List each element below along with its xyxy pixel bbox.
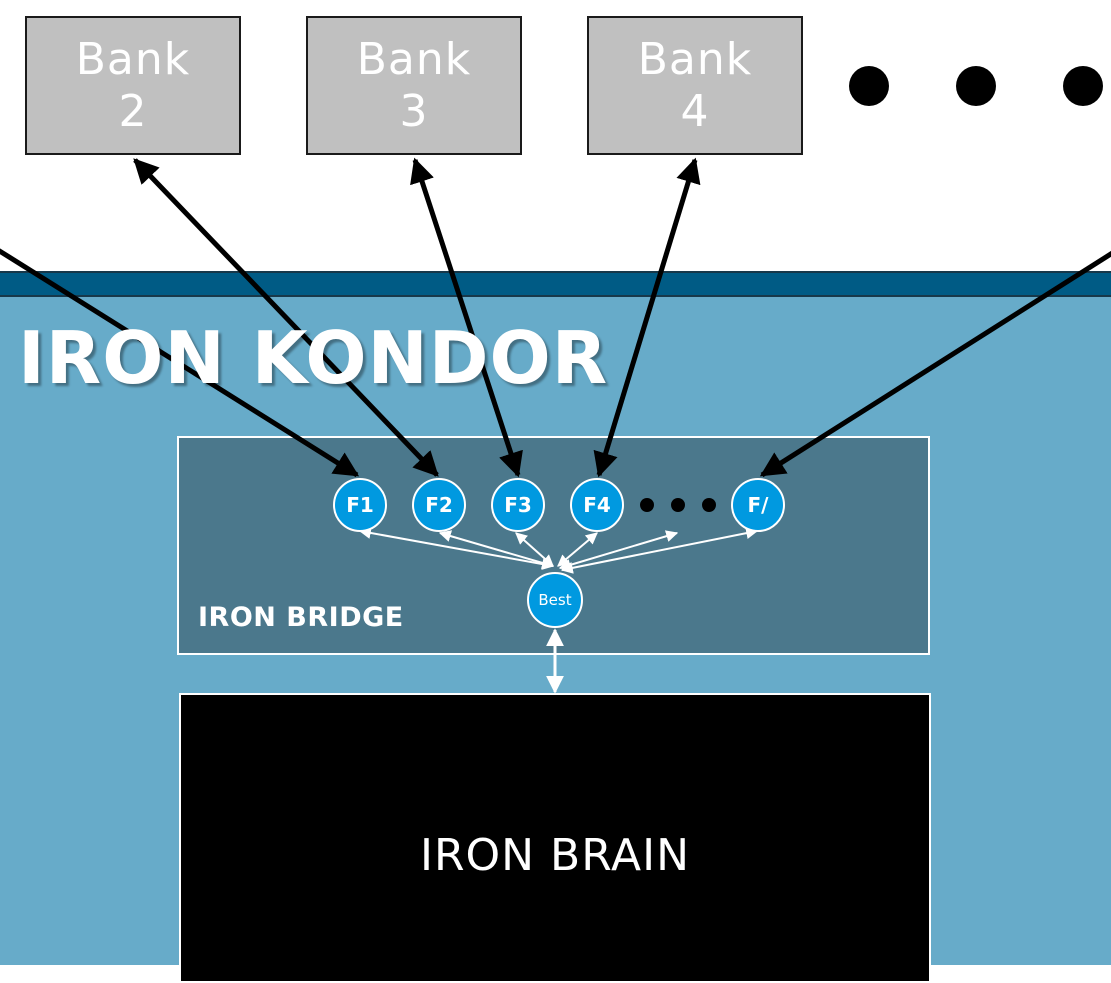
node-fn: F/ [731,478,785,532]
arrow-offscreen-right-to-fn [759,250,1111,478]
node-ellipsis-dot-1 [640,498,654,512]
iron-kondor-title: IRON KONDOR [18,316,609,400]
bank-4-number: 4 [680,85,710,137]
node-f2: F2 [412,478,466,532]
arrow-f3-bank3 [410,157,523,478]
bank-3-number: 3 [399,85,429,137]
node-ellipsis-dot-2 [671,498,685,512]
arrow-best-f4 [557,532,598,567]
iron-brain-box [179,693,931,983]
bank-4-label: Bank [637,33,753,85]
node-f4: F4 [570,478,624,532]
iron-bridge-label: IRON BRIDGE [198,602,404,633]
arrow-best-f3 [515,532,554,567]
arrow-f4-bank4 [593,157,701,478]
ellipsis-dot-1 [849,66,889,106]
bank-3-box: Bank 3 [306,16,522,155]
bank-2-number: 2 [118,85,148,137]
node-f1: F1 [333,478,387,532]
node-f3: F3 [491,478,545,532]
bank-3-label: Bank [356,33,472,85]
arrow-f2-bank2 [133,158,439,477]
iron-brain-label: IRON BRAIN [419,830,691,881]
node-ellipsis-dot-3 [702,498,716,512]
bank-4-box: Bank 4 [587,16,803,155]
ellipsis-dot-2 [956,66,996,106]
ellipsis-dot-3 [1063,66,1103,106]
bank-2-box: Bank 2 [25,16,241,155]
arrow-best-fn [560,527,759,574]
node-best: Best [527,572,583,628]
bank-2-label: Bank [75,33,191,85]
arrow-best-f1 [358,527,555,570]
